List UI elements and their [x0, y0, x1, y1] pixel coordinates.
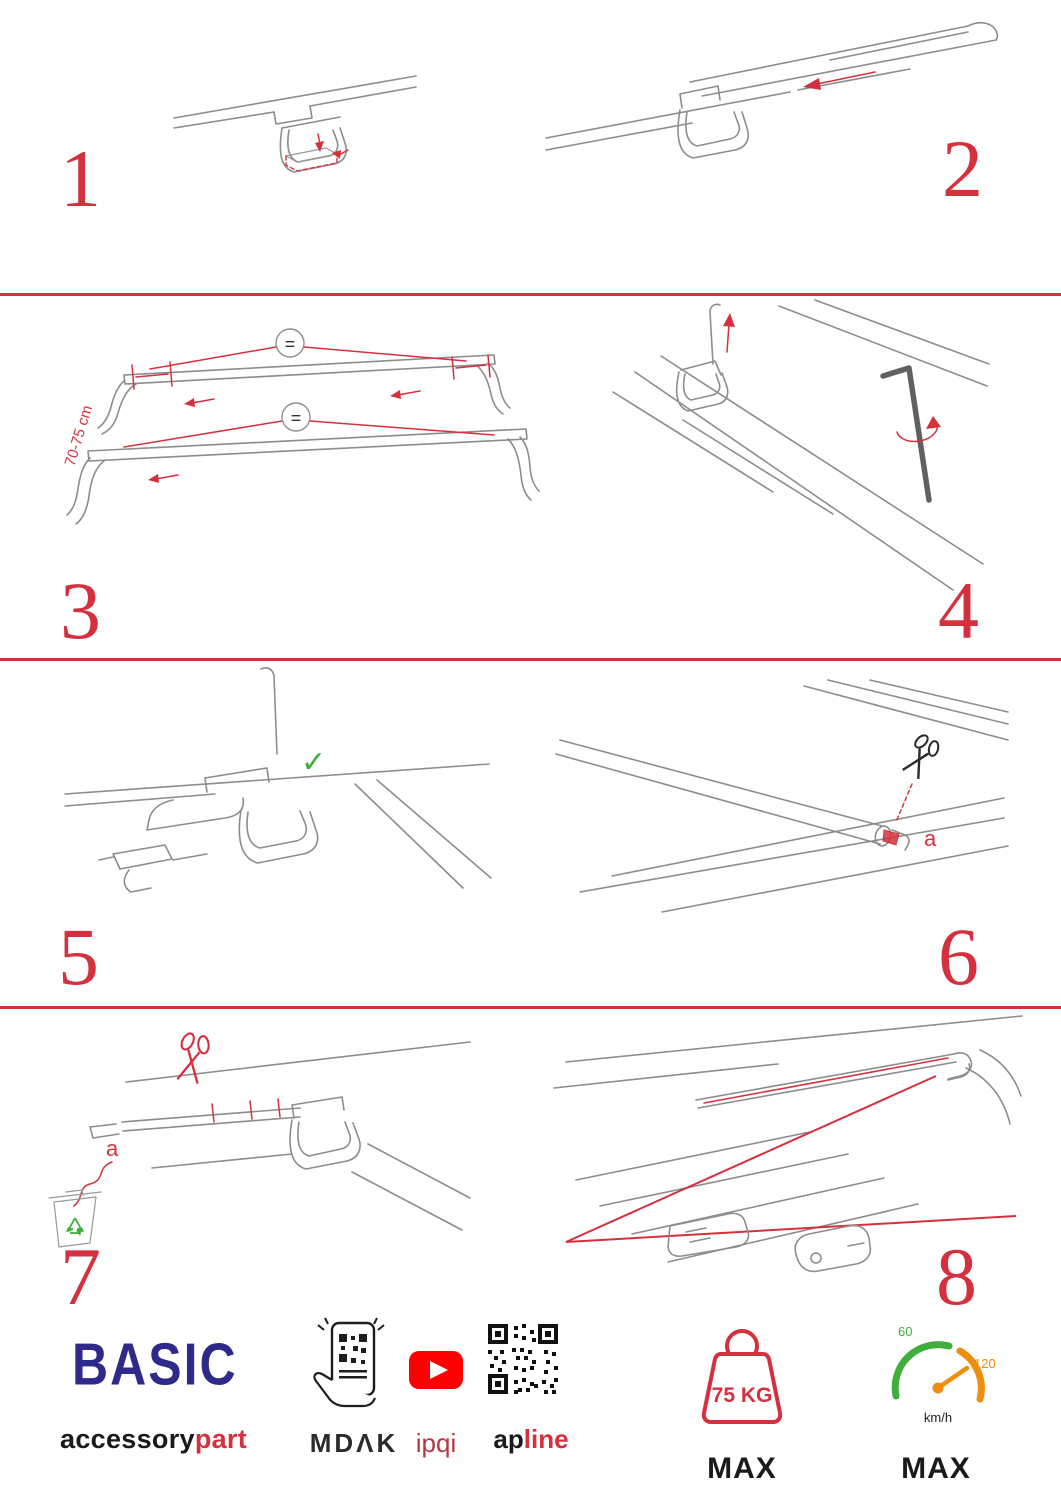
roof-rail-lines: [173, 75, 417, 129]
allen-key: [880, 365, 941, 503]
clamp-bracket: [677, 85, 750, 159]
equal-spacing-upper: =: [149, 328, 467, 370]
step-6-number: 6: [938, 911, 979, 1002]
step-3-illustration: = = 70-75 cm: [62, 328, 540, 525]
apline-black: ap: [493, 1424, 524, 1454]
weight-max-label: MAX: [707, 1452, 777, 1485]
insertion-arrows: [315, 133, 349, 159]
step-2-illustration: [545, 21, 999, 159]
pin-and-arrow: [709, 303, 735, 365]
brand-sub-black: accessory: [60, 1424, 195, 1454]
label-a: a: [924, 826, 937, 851]
step-4-number: 4: [938, 565, 979, 656]
foot-detail: [98, 844, 208, 893]
hand: [313, 1372, 377, 1408]
clamp-bracket: [289, 1096, 361, 1170]
step-3-number: 3: [60, 565, 101, 656]
step-1-number: 1: [60, 133, 101, 224]
rubber-pad: [285, 147, 338, 172]
qr-code: [488, 1324, 558, 1394]
roof-lines: [612, 299, 990, 591]
step-8-illustration: [553, 1015, 1023, 1273]
brand-sub-red: part: [194, 1424, 248, 1454]
cut-line: [895, 783, 913, 823]
cross-bar: [689, 21, 999, 97]
equals-sign: =: [291, 408, 302, 428]
equal-spacing-lower: =: [123, 402, 495, 448]
youtube-icon: [409, 1351, 463, 1389]
cut-marks: [211, 1098, 281, 1123]
phone-qr-scan-icon: [313, 1317, 385, 1408]
step-7-illustration: a: [48, 1032, 471, 1248]
divider-2: [0, 658, 1061, 661]
clamp-parts: [667, 1212, 872, 1273]
play-triangle: [430, 1361, 448, 1379]
step-8-number: 8: [936, 1231, 977, 1322]
measurement-label: 70-75 cm: [62, 403, 97, 468]
equals-sign: =: [285, 334, 296, 354]
scan-ticks: [317, 1317, 385, 1331]
speed-120: 120: [974, 1356, 996, 1371]
speedometer-icon: 60 120 km/h: [891, 1324, 996, 1425]
brand-logo: BASIC: [72, 1331, 238, 1398]
roof-lines: [553, 1015, 1023, 1263]
apline-label: apline: [486, 1424, 576, 1455]
scissors-icon: [902, 734, 940, 780]
clamp-assembly: [146, 767, 319, 864]
pin: [260, 667, 278, 755]
callout-lines: [565, 1075, 1017, 1243]
cross-bar: [695, 1053, 957, 1109]
apline-red: line: [523, 1424, 569, 1454]
step-6-illustration: a: [555, 679, 1009, 913]
step-2-number: 2: [942, 123, 983, 214]
step-5-number: 5: [58, 911, 99, 1002]
divider-3: [0, 1006, 1061, 1009]
step-7-number: 7: [60, 1231, 101, 1322]
qr-modules: [488, 1324, 558, 1394]
roof-lines: [64, 763, 492, 889]
recycle-icon: [66, 1217, 84, 1236]
step-1-illustration: [173, 75, 417, 173]
speed-60: 60: [898, 1324, 912, 1339]
clamp-bracket: [675, 360, 729, 412]
step-4-illustration: [612, 299, 990, 591]
clamp-bracket: [279, 116, 348, 173]
weight-body: [701, 1352, 783, 1424]
qr-on-phone: [339, 1334, 367, 1379]
step-5-illustration: ✓: [64, 667, 492, 893]
speed-arc-orange: [956, 1347, 985, 1403]
dimension-marks: [131, 354, 491, 483]
trash-bin-icon: [48, 1189, 102, 1248]
scissors-icon: [176, 1032, 210, 1084]
trim-strip: [89, 1107, 301, 1139]
label-a: a: [106, 1136, 119, 1161]
max-weight-icon: 75 KG: [701, 1329, 783, 1424]
roof-lines: [125, 1041, 471, 1231]
weight-value: 75 KG: [712, 1384, 773, 1407]
divider-1: [0, 293, 1061, 296]
end-clamp: [947, 1052, 973, 1081]
speed-max-label: MAX: [901, 1452, 971, 1485]
cross-bar-tube: [555, 739, 910, 851]
ipqi-label: ipqi: [415, 1428, 457, 1458]
upper-cross-bar: [97, 354, 511, 435]
roof-rail-lines: [545, 68, 911, 151]
speed-unit: km/h: [924, 1410, 952, 1425]
speed-needle: [935, 1365, 970, 1391]
check-icon: ✓: [301, 746, 326, 779]
lower-cross-bar: [66, 428, 540, 525]
cut-piece: [882, 829, 900, 846]
needle-hub: [932, 1382, 944, 1394]
brand-subtitle: accessorypart: [60, 1424, 247, 1455]
bar-red-strip: [703, 1057, 949, 1104]
speed-arc-green: [891, 1341, 953, 1400]
roof-planks: [579, 679, 1009, 913]
slide-arrow: [803, 71, 876, 90]
mdak-label: MDΛK: [309, 1428, 399, 1458]
